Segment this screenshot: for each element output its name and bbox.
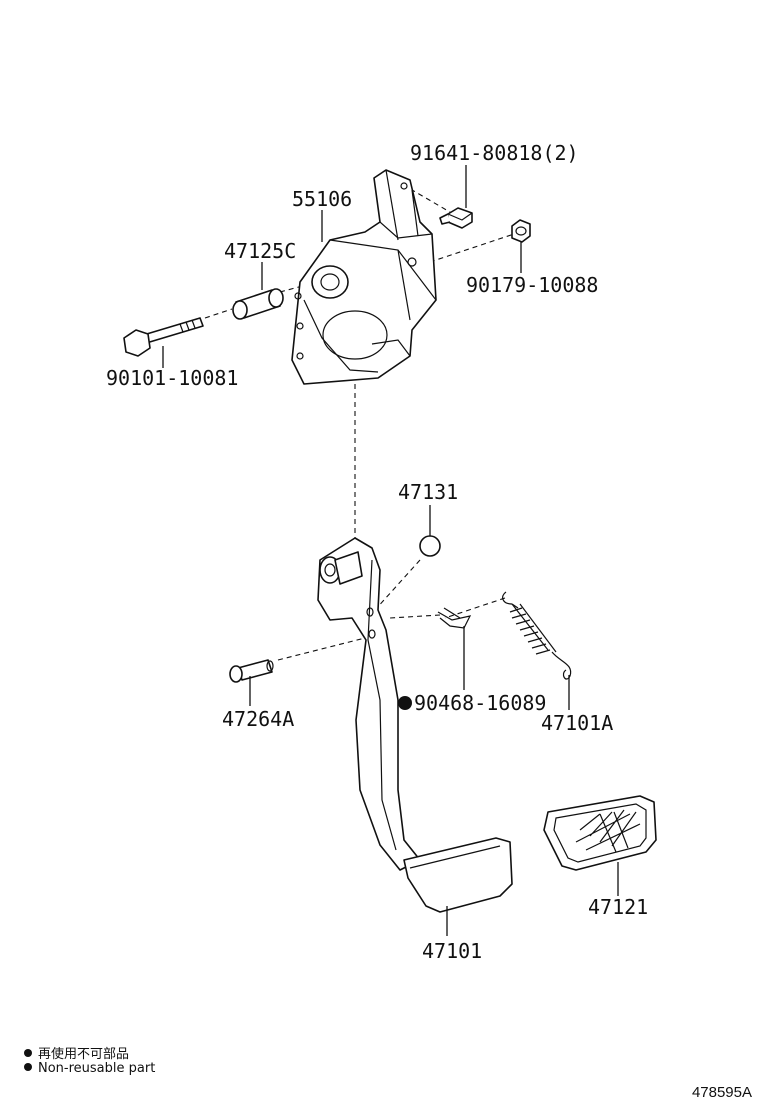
label-47125c: 47125C xyxy=(224,239,296,263)
bullet-icon xyxy=(24,1063,32,1071)
collar-47125c[interactable] xyxy=(232,288,284,320)
return-spring-47101a[interactable] xyxy=(502,591,572,680)
reference-number: 478595A xyxy=(691,1084,752,1101)
label-91641: 91641-80818(2) xyxy=(410,141,579,165)
label-47264a: 47264A xyxy=(222,707,294,731)
label-90468: 90468-16089 xyxy=(414,691,546,715)
label-47101: 47101 xyxy=(422,939,482,963)
leader-lines xyxy=(162,165,619,936)
flange-bolt-91641[interactable] xyxy=(439,207,473,229)
label-90179: 90179-10088 xyxy=(466,273,598,297)
label-90101: 90101-10081 xyxy=(106,366,238,390)
legend-non-reusable-jp: 再使用不可部品 xyxy=(24,1043,129,1062)
label-47101a: 47101A xyxy=(541,711,613,735)
pin-47264a[interactable] xyxy=(229,659,274,683)
brake-pedal-arm[interactable] xyxy=(317,537,421,871)
pedal-pad-47121[interactable] xyxy=(543,795,657,871)
stopper-47131[interactable] xyxy=(419,535,441,557)
legend-jp-text: 再使用不可部品 xyxy=(38,1047,130,1062)
label-47121: 47121 xyxy=(588,895,648,919)
bolt-90101[interactable] xyxy=(123,317,204,357)
label-55106: 55106 xyxy=(292,187,352,211)
bullet-icon xyxy=(24,1049,32,1057)
legend-en-text: Non-reusable part xyxy=(38,1061,156,1076)
brake-pedal-pad-base[interactable] xyxy=(403,837,513,913)
clip-90468[interactable] xyxy=(437,607,472,629)
non-reusable-marker xyxy=(398,696,412,710)
nut-90179[interactable] xyxy=(511,219,531,243)
pedal-support-bracket[interactable] xyxy=(291,169,437,385)
label-47131: 47131 xyxy=(398,480,458,504)
legend-non-reusable-en: Non-reusable part xyxy=(24,1061,155,1076)
